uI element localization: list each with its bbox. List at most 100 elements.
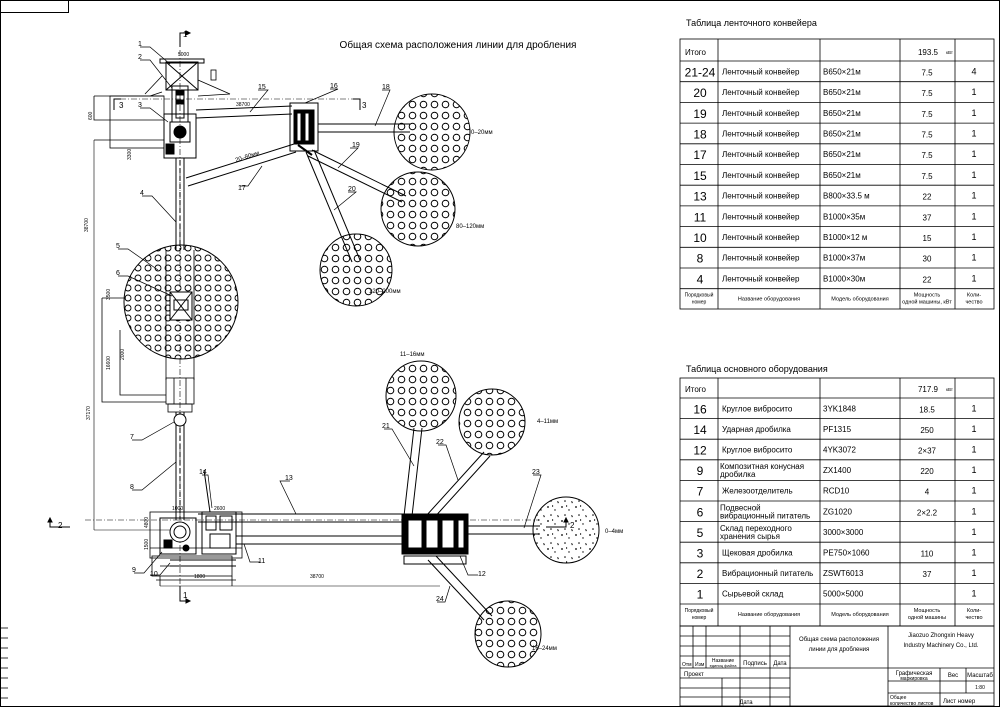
equipment-table-row-name: Железоотделитель [722, 487, 793, 496]
callout-22: 22 [436, 439, 444, 446]
stockpile-4-11 [458, 388, 526, 456]
equipment-table-row-qty: 1 [971, 465, 976, 475]
left-edge-ticks [0, 627, 8, 699]
dim-small-4: 2600 [214, 506, 225, 512]
callout-18: 18 [382, 84, 390, 91]
circular-screen-16 [289, 102, 319, 156]
tb-graphic-1: Графическая [896, 671, 933, 677]
conveyor-table-row-qty: 1 [971, 211, 976, 221]
conveyor-table-row-power: 7.5 [921, 151, 933, 160]
callout-14: 14 [199, 469, 207, 476]
equipment-table-row-qty: 1 [971, 424, 976, 434]
conveyor-table-row-model: B650×21м [823, 150, 861, 159]
conveyor-table-row-no: 10 [693, 231, 707, 245]
product-label-80-120: 80–120мм [456, 224, 484, 230]
conveyor-21 [403, 427, 423, 517]
hanging-feeder-6 [169, 291, 193, 321]
conveyor-table-row-qty: 1 [971, 128, 976, 138]
dim-vert-main: 38700 [84, 218, 90, 232]
tb-col-name-1: Название [712, 658, 735, 664]
tb-col-name-2: единиц файла [710, 663, 738, 668]
conveyor-table-row-no: 19 [693, 107, 707, 121]
conveyor-table-row-model: B650×21м [823, 129, 861, 138]
equipment-table-row-power: 37 [923, 570, 932, 579]
equipment-table-row-no: 2 [697, 567, 704, 581]
equipment-table-row-model: 5000×5000 [823, 590, 864, 599]
conveyor-table-row-power: 7.5 [921, 68, 933, 77]
equipment-table-row-no: 12 [693, 444, 707, 458]
product-label-0-20: 0–20мм [471, 130, 493, 136]
equipment-table-row-qty: 1 [971, 548, 976, 558]
equipment-table-row-qty: 1 [971, 568, 976, 578]
equipment-table-row-model: 3000×3000 [823, 528, 864, 537]
tb-col-otm: Отм [682, 662, 692, 668]
equipment-table-row-name: Круглое вибросито [722, 446, 793, 455]
tb-sheet-no: Лист номер [943, 699, 976, 705]
conveyor-10 [170, 559, 236, 567]
stockpile-11-16 [385, 360, 457, 432]
title-block [679, 625, 995, 707]
equipment-table-title: Таблица основного оборудования [686, 364, 828, 374]
conveyor-table-row-name: Ленточный конвейер [722, 88, 800, 97]
callout-5: 5 [116, 243, 120, 250]
stockpile-16-24 [474, 600, 542, 668]
equipment-table-row-name: Сырьевой склад [722, 590, 784, 599]
equipment-table-row-name: Вибрационный питатель [722, 569, 813, 578]
conveyor-table-row-qty: 1 [971, 232, 976, 242]
dim-small-7: 1800 [194, 574, 205, 580]
conveyor-table-total-label: Итого [685, 48, 707, 57]
callout-16: 16 [330, 83, 338, 90]
conveyor-table-row-power: 7.5 [921, 110, 933, 119]
product-label-11-16: 11–16мм [400, 352, 425, 358]
conveyor-table-footer-no-2: номер [692, 300, 707, 306]
company-name-1: Jiaozuo Zhongxin Heavy [908, 633, 974, 639]
stockpile-120-200 [319, 233, 393, 307]
circular-screen-12 [401, 513, 469, 565]
equipment-table-row-name: Композитная конусная [720, 462, 804, 471]
conveyor-8 [175, 412, 185, 520]
equipment-table-footer-no-2: номер [692, 615, 707, 621]
callout-23: 23 [532, 469, 540, 476]
equipment-table-row-model: ZSWT6013 [823, 569, 864, 578]
tb-weight: Вес [948, 673, 958, 679]
conveyor-table-row-model: B1000×12 м [823, 233, 867, 242]
callout-3: 3 [138, 102, 142, 109]
equipment-table-footer-qty-2: чество [965, 615, 982, 621]
callout-19: 19 [352, 142, 360, 149]
section-marker-bottom [179, 586, 192, 604]
product-label-16-24: 16–24мм [532, 646, 557, 652]
callout-4: 4 [140, 190, 144, 197]
equipment-table-row-power: 220 [920, 467, 934, 476]
conveyor-table-title: Таблица ленточного конвейера [686, 18, 817, 28]
conveyor-table-footer-power-1: Мощность [914, 293, 941, 299]
callout-8: 8 [130, 484, 134, 491]
callout-20: 20 [348, 186, 356, 193]
iron-separator-7 [173, 413, 187, 427]
conveyor-table-row-name: Ленточный конвейер [722, 274, 800, 283]
equipment-table-row-power: 2×2.2 [917, 508, 938, 517]
section-label-bottom: 1 [183, 591, 188, 600]
raw-material-bin [159, 58, 205, 91]
callout-10: 10 [150, 571, 158, 578]
conveyor-table-row-name: Ленточный конвейер [722, 212, 800, 221]
dim-top: 5000 [178, 52, 189, 58]
equipment-table-row-no: 5 [697, 526, 704, 540]
equipment-table-footer-power-2: одной машины [908, 614, 946, 621]
tb-total-sheets-1: Общее [890, 695, 907, 701]
conveyor-22 [425, 451, 491, 521]
conveyor-table-footer-name: Название оборудования [738, 297, 800, 303]
conveyor-11 [236, 535, 404, 545]
section-label-left: 2 [58, 521, 63, 530]
section-marker-upper-right [353, 98, 361, 110]
equipment-table-row-name: Подвесной [720, 503, 761, 512]
stockpile-0-20 [393, 93, 471, 171]
equipment-table-row-model: 4YK3072 [823, 446, 856, 455]
conveyor-table-row-power: 22 [923, 193, 932, 202]
tb-col-date: Дата [773, 661, 787, 667]
conveyor-13 [198, 513, 404, 523]
conveyor-table-row-name: Ленточный конвейер [722, 254, 800, 263]
tb-graphic-2: маркировка [900, 676, 927, 682]
equipment-table-row-qty: 1 [971, 506, 976, 516]
